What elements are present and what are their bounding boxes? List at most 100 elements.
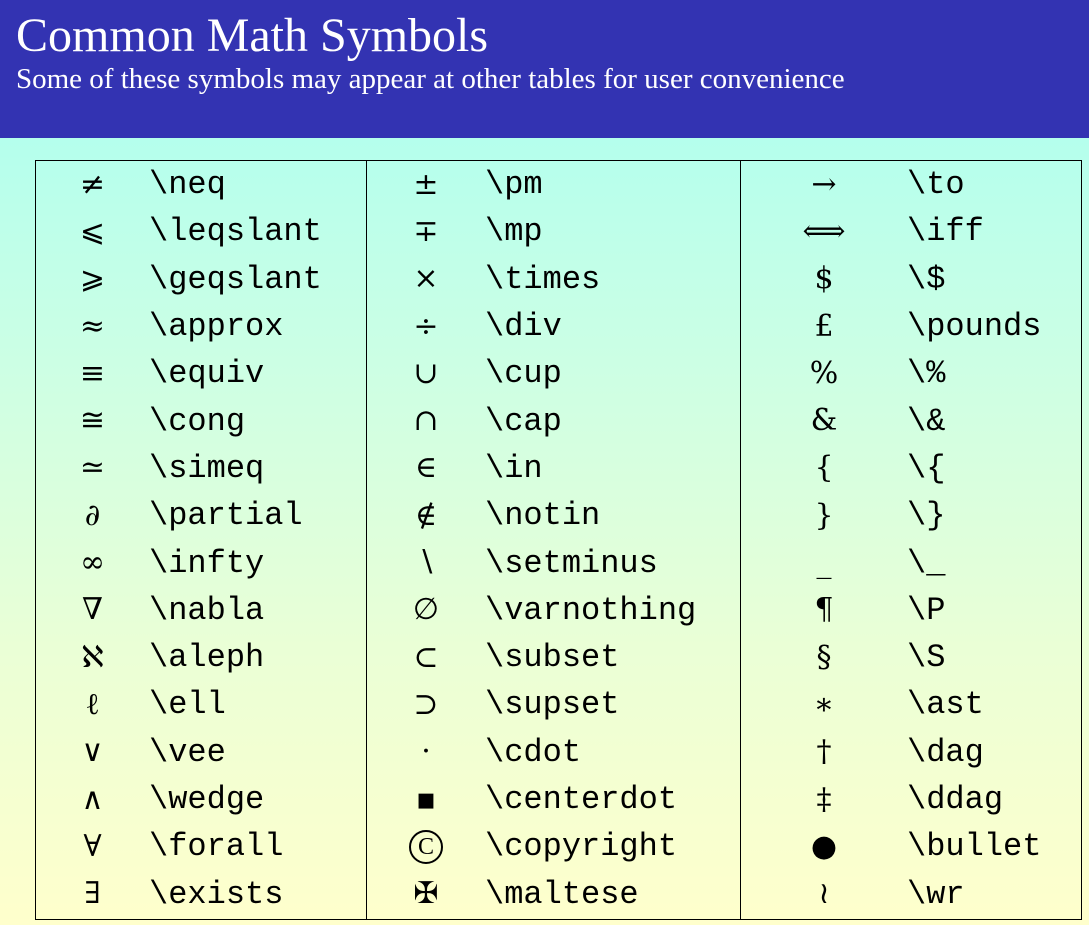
symbol-glyph: ⊂ bbox=[413, 639, 439, 675]
table-row: ∀\forall bbox=[36, 823, 366, 870]
latex-command: \in bbox=[485, 449, 543, 487]
latex-command: \& bbox=[907, 402, 946, 440]
symbol-glyph: † bbox=[816, 734, 832, 770]
table-row: ≠\neq bbox=[36, 161, 366, 208]
symbol-glyph: ‡ bbox=[816, 781, 832, 817]
symbol-glyph: ∃ bbox=[84, 876, 101, 912]
symbol-glyph: ± bbox=[413, 166, 439, 202]
symbol-glyph: ∓ bbox=[413, 213, 439, 249]
table-row: ∓ \mp bbox=[367, 208, 740, 255]
symbol-glyph: ∈ bbox=[414, 450, 438, 486]
symbol-glyph: · bbox=[421, 734, 431, 770]
symbol-glyph: { bbox=[814, 450, 834, 486]
table-row: ∞\infty bbox=[36, 539, 366, 586]
page-title: Common Math Symbols bbox=[16, 9, 489, 62]
table-row: ✠\maltese bbox=[367, 870, 740, 917]
table-row: ℵ\aleph bbox=[36, 634, 366, 681]
latex-command: \dag bbox=[907, 733, 984, 771]
table-row: ±\pm bbox=[367, 161, 740, 208]
latex-command: \varnothing bbox=[485, 591, 697, 629]
latex-command: \wedge bbox=[149, 781, 265, 818]
table-row: ⩽ \leqslant bbox=[36, 208, 366, 255]
symbol-glyph: ≈ bbox=[79, 308, 106, 344]
table-row: →\to bbox=[741, 161, 1081, 208]
symbol-glyph: ∗ bbox=[813, 686, 835, 722]
table-row: ▪ \centerdot bbox=[367, 776, 740, 823]
table-row: ≈ \approx bbox=[36, 303, 366, 350]
latex-command: \setminus bbox=[485, 544, 658, 582]
latex-command: \exists bbox=[149, 875, 284, 913]
latex-command: \aleph bbox=[149, 639, 265, 677]
symbol-glyph: ≡ bbox=[79, 355, 106, 391]
symbol-glyph: ÷ bbox=[413, 308, 439, 344]
table-row: ⊂ \subset bbox=[367, 634, 740, 681]
latex-command: \leqslant bbox=[149, 213, 322, 251]
table-row: £ \pounds bbox=[741, 303, 1081, 350]
table-row: ⩾\geqslant bbox=[36, 256, 366, 303]
latex-command: \cup bbox=[485, 355, 562, 393]
table-row: ∪\cup bbox=[367, 350, 740, 397]
table-row: ≃ \simeq bbox=[36, 445, 366, 492]
symbol-glyph: ∨ bbox=[81, 734, 104, 770]
latex-command: \subset bbox=[485, 639, 620, 677]
table-row: ∗ \ast bbox=[741, 681, 1081, 728]
latex-command: \ell bbox=[149, 686, 226, 724]
latex-command: \to bbox=[907, 166, 965, 204]
table-row: $\$ bbox=[741, 256, 1081, 303]
latex-command: \} bbox=[907, 497, 946, 535]
table-row: } \} bbox=[741, 492, 1081, 539]
symbol-glyph: ∇ bbox=[82, 592, 103, 628]
table-row: %\% bbox=[741, 350, 1081, 397]
latex-command: \{ bbox=[907, 449, 946, 487]
latex-command: \mp bbox=[485, 213, 543, 251]
symbol-glyph: ⩽ bbox=[79, 213, 106, 249]
latex-command: \vee bbox=[149, 733, 226, 771]
symbol-glyph: × bbox=[413, 261, 439, 297]
table-column-2: ±\pm∓\mp×\times÷\div∪\cup∩\cap∈\in∉\noti… bbox=[366, 161, 740, 919]
symbol-glyph: ≠ bbox=[79, 166, 106, 202]
symbol-glyph: ▪ bbox=[415, 781, 437, 817]
latex-command: \times bbox=[485, 260, 601, 298]
table-row: { \{ bbox=[741, 445, 1081, 492]
table-row: ≡\equiv bbox=[36, 350, 366, 397]
latex-command: \ast bbox=[907, 686, 984, 724]
latex-command: \simeq bbox=[149, 449, 265, 487]
page-subtitle: Some of these symbols may appear at othe… bbox=[16, 63, 845, 95]
table-row: ⊃ \supset bbox=[367, 681, 740, 728]
symbol-glyph: $ bbox=[814, 261, 834, 297]
symbol-glyph: ∩ bbox=[413, 403, 439, 439]
table-row: ∩\cap bbox=[367, 397, 740, 444]
table-row: C\copyright bbox=[367, 823, 740, 870]
latex-command: \centerdot bbox=[485, 781, 678, 818]
latex-command: \supset bbox=[485, 686, 620, 724]
symbol-glyph: ≃ bbox=[79, 450, 106, 486]
latex-command: \P bbox=[907, 591, 946, 629]
latex-command: \ddag bbox=[907, 781, 1004, 818]
table-row: & \& bbox=[741, 397, 1081, 444]
symbol-glyph: & bbox=[810, 403, 838, 439]
latex-command: \infty bbox=[149, 544, 265, 582]
table-row: · \cdot bbox=[367, 729, 740, 776]
table-row: ∅\varnothing bbox=[367, 587, 740, 634]
symbol-glyph: £ bbox=[814, 308, 834, 344]
table-row: ∃ \exists bbox=[36, 870, 366, 917]
latex-command: \approx bbox=[149, 308, 284, 346]
symbol-glyph: ⊃ bbox=[413, 686, 439, 722]
table-row: ∂\partial bbox=[36, 492, 366, 539]
symbol-glyph: ∖ bbox=[416, 545, 436, 581]
table-row: ●\bullet bbox=[741, 823, 1081, 870]
latex-command: \cdot bbox=[485, 733, 582, 771]
table-row: §\S bbox=[741, 634, 1081, 681]
table-row: ÷\div bbox=[367, 303, 740, 350]
table-row: † \dag bbox=[741, 729, 1081, 776]
symbol-glyph: ∉ bbox=[414, 497, 438, 533]
latex-command: \_ bbox=[907, 544, 946, 582]
table-row: ≅\cong bbox=[36, 397, 366, 444]
latex-command: \nabla bbox=[149, 591, 265, 629]
latex-command: \wr bbox=[907, 875, 965, 913]
symbol-glyph: ∂ bbox=[84, 497, 101, 533]
latex-command: \pounds bbox=[907, 308, 1042, 346]
table-column-1: ≠\neq ⩽ \leqslant ⩾\geqslant ≈ \approx ≡\equiv… bbox=[36, 161, 366, 919]
symbol-glyph: } bbox=[814, 497, 834, 533]
table-row: ⟺\iff bbox=[741, 208, 1081, 255]
